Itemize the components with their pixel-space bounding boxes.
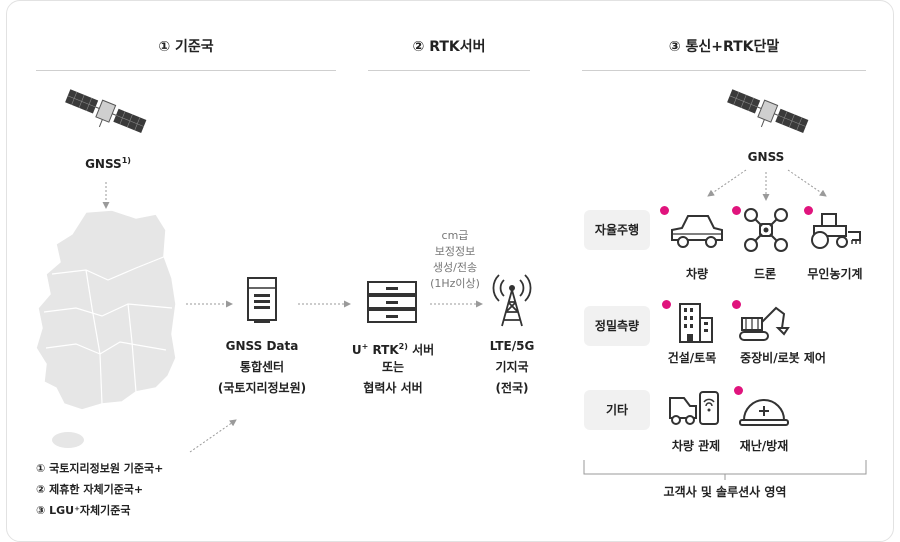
correction-line3: 생성/전송 bbox=[432, 261, 478, 274]
satellite-icon bbox=[62, 82, 148, 148]
item-car-label: 차량 bbox=[685, 267, 709, 281]
server-footnote: 2) bbox=[398, 342, 408, 351]
server-rtk: RTK bbox=[368, 343, 399, 357]
section-title-base-station: ① 기준국 bbox=[158, 39, 214, 55]
tractor-icon bbox=[806, 210, 864, 254]
car-icon bbox=[668, 210, 726, 254]
gnss-footnote: 1) bbox=[121, 156, 131, 165]
accent-dot bbox=[660, 206, 669, 215]
server-line1: U+ RTK2) 서버 bbox=[340, 336, 446, 361]
station-line3: (전국) bbox=[495, 381, 529, 395]
datacenter-line1: GNSS Data bbox=[225, 339, 299, 353]
server-u: U bbox=[351, 343, 362, 357]
item-vehicle-mgmt-label: 차량 관제 bbox=[671, 439, 721, 453]
connector-layer bbox=[102, 169, 867, 480]
server-word: 서버 bbox=[407, 343, 435, 357]
note-3: ③ LGU⁺자체기준국 bbox=[36, 504, 131, 517]
item-building-label: 건설/토목 bbox=[667, 351, 717, 365]
arrow-gnss-to-tractor bbox=[787, 169, 827, 197]
rtk-server-icon bbox=[366, 280, 418, 328]
note-1: ① 국토지리정보원 기준국+ bbox=[36, 462, 164, 475]
server-plus: + bbox=[361, 342, 369, 351]
gnss-label-right: GNSS bbox=[747, 150, 785, 164]
section-divider bbox=[36, 70, 336, 71]
arrow-gnss-to-car bbox=[707, 169, 747, 197]
vehicle-mgmt-icon bbox=[668, 388, 722, 434]
correction-line1: cm급 bbox=[441, 229, 469, 242]
category-autonomous: 자율주행 bbox=[584, 210, 650, 250]
item-tractor-label: 무인농기계 bbox=[807, 267, 863, 281]
accent-dot bbox=[662, 300, 671, 309]
item-drone-label: 드론 bbox=[753, 267, 777, 281]
cell-tower-icon bbox=[492, 270, 532, 332]
section-divider bbox=[368, 70, 530, 71]
arrow-notes-to-map bbox=[189, 419, 237, 453]
note-2: ② 제휴한 자체기준국+ bbox=[36, 483, 144, 496]
correction-line2: 보정정보 bbox=[434, 245, 476, 258]
gnss-label-left: GNSS1) bbox=[76, 150, 140, 175]
accent-dot bbox=[732, 300, 741, 309]
station-line2: 기지국 bbox=[495, 360, 529, 374]
station-line1: LTE/5G bbox=[489, 339, 535, 353]
korea-map-icon bbox=[16, 208, 192, 460]
section-title-terminal: ③ 통신+RTK단말 bbox=[668, 39, 780, 55]
server-line3: 협력사 서버 bbox=[363, 381, 423, 395]
accent-dot bbox=[804, 206, 813, 215]
accent-dot bbox=[734, 386, 743, 395]
footer-bracket bbox=[583, 460, 867, 480]
excavator-icon bbox=[738, 304, 790, 348]
section-divider bbox=[582, 70, 866, 71]
item-excavator-label: 중장비/로봇 제어 bbox=[740, 351, 826, 365]
correction-line4: (1Hz이상) bbox=[430, 277, 480, 290]
category-other: 기타 bbox=[584, 390, 650, 430]
datacenter-line2: 통합센터 bbox=[239, 360, 285, 374]
accent-dot bbox=[732, 206, 741, 215]
building-icon bbox=[676, 302, 716, 348]
gnss-text: GNSS bbox=[85, 157, 122, 171]
item-disaster-label: 재난/방재 bbox=[739, 439, 789, 453]
data-server-icon bbox=[246, 276, 278, 328]
datacenter-line3: (국토지리정보원) bbox=[217, 381, 307, 395]
drone-icon bbox=[742, 206, 790, 258]
helmet-icon bbox=[738, 394, 790, 432]
footer-label: 고객사 및 솔루션사 영역 bbox=[663, 485, 787, 499]
server-line2: 또는 bbox=[381, 360, 405, 374]
section-title-rtk-server: ② RTK서버 bbox=[412, 39, 486, 55]
satellite-icon bbox=[724, 82, 810, 148]
category-surveying: 정밀측량 bbox=[584, 306, 650, 346]
